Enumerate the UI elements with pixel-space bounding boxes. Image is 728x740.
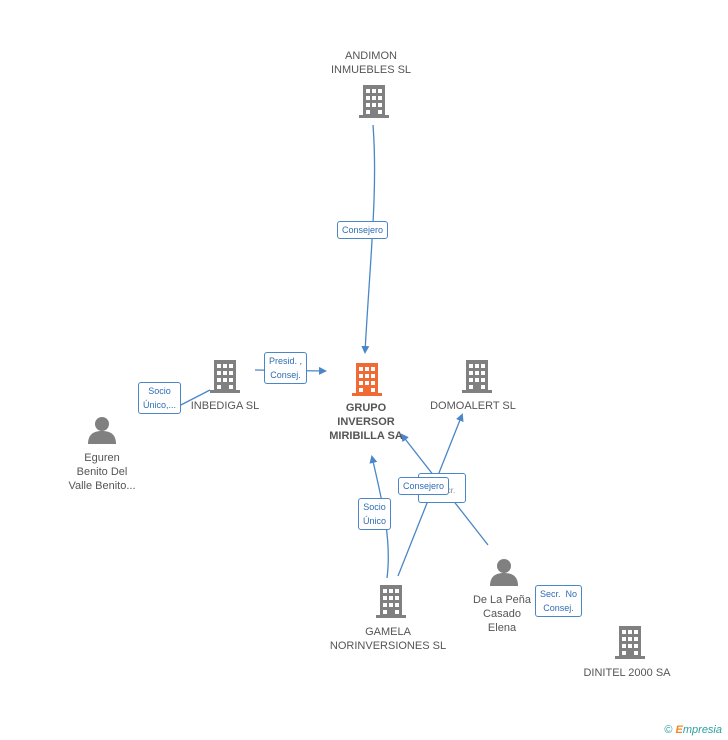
node-label-line: INBEDIGA SL (190, 400, 260, 412)
node-label-line: MIRIBILLA SA (329, 430, 403, 442)
building-icon (359, 85, 389, 118)
node-label-line: DINITEL 2000 SA (583, 667, 671, 679)
node-gamela-label: GAMELA NORINVERSIONES SL (326, 625, 450, 653)
node-label-line: Casado (483, 608, 521, 620)
node-grupo-label: GRUPO INVERSOR MIRIBILLA SA (318, 401, 414, 443)
building-icon (462, 360, 492, 393)
node-label-line: Elena (487, 622, 517, 634)
node-label-line: NORINVERSIONES SL (329, 640, 447, 652)
person-icon (88, 417, 116, 444)
node-label-line: Benito Del (76, 466, 128, 478)
edge-label-socio-unico-gamela[interactable]: Socio Único (358, 498, 392, 530)
node-delapena-label: De La Peña Casado Elena (460, 593, 544, 635)
building-icon (210, 360, 240, 393)
copyright-icon: © (664, 724, 673, 736)
building-icon (352, 363, 382, 396)
person-icon (490, 559, 518, 586)
node-andimon-label: ANDIMON INMUEBLES SL (320, 49, 422, 77)
node-inbediga-label: INBEDIGA SL (180, 399, 270, 413)
node-label-line: GAMELA (365, 626, 411, 638)
building-icon (376, 585, 406, 618)
node-label-line: INMUEBLES SL (330, 64, 412, 76)
node-eguren-label: Eguren Benito Del Valle Benito... (55, 451, 149, 493)
empresia-brand: © Empresia (664, 724, 722, 736)
node-label-line: Eguren (84, 452, 120, 464)
node-label-line: De La Peña (472, 594, 532, 606)
edge-label-socio-unico-eguren[interactable]: Socio Único,... (138, 382, 182, 414)
node-label-line: INVERSOR (337, 416, 395, 428)
node-domoalert-label: DOMOALERT SL (425, 399, 521, 413)
brand-logo-text: mpresia (682, 724, 722, 736)
building-icon (615, 626, 645, 659)
edge-label-secr-no-consej[interactable]: Secr. No Consej. (535, 585, 583, 617)
edge-label-consejero-gamela[interactable]: Consejero (398, 477, 450, 495)
node-label-line: Valle Benito... (68, 480, 136, 492)
edge-label-consejero-top[interactable]: Consejero (337, 221, 389, 239)
brand-logo-e: E (675, 724, 683, 736)
edge-label-presid-consej[interactable]: Presid. , Consej. (264, 352, 308, 384)
node-dinitel-label: DINITEL 2000 SA (578, 666, 676, 680)
node-label-line: ANDIMON (345, 50, 397, 62)
node-label-line: GRUPO (345, 402, 387, 414)
node-label-line: DOMOALERT SL (430, 400, 516, 412)
